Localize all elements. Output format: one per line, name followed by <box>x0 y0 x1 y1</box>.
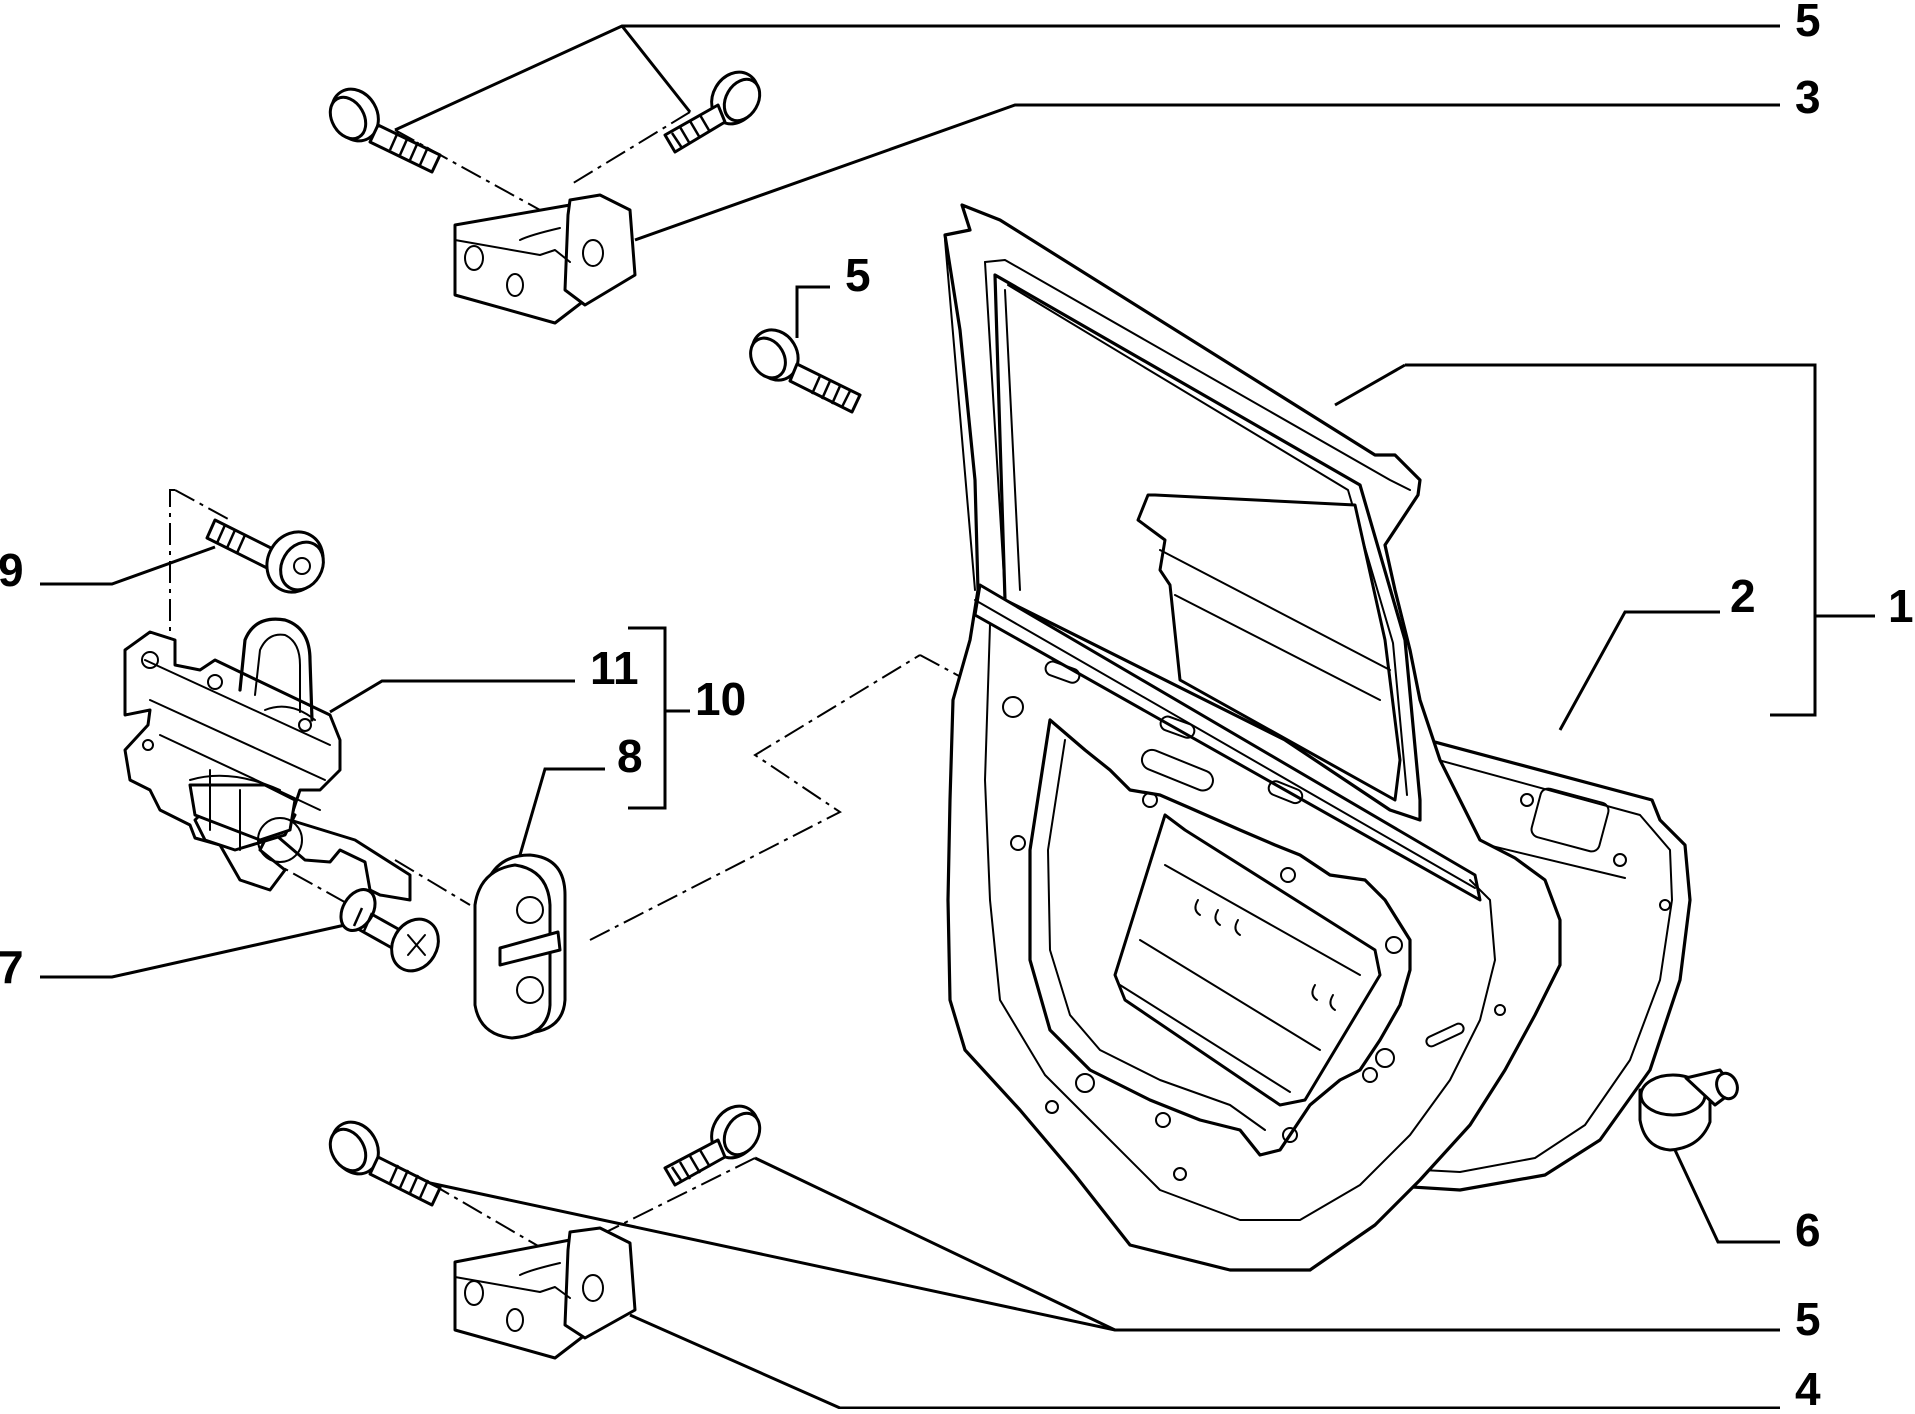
door-inner-frame <box>943 203 1562 1272</box>
upper-hinge-bracket <box>453 193 637 325</box>
door-bolt-mid <box>749 328 862 414</box>
callout-3: 3 <box>1795 71 1821 123</box>
callout-4: 4 <box>1795 1363 1821 1409</box>
callout-5-mid: 5 <box>845 249 871 301</box>
callout-6: 6 <box>1795 1204 1821 1256</box>
callout-7: 7 <box>0 941 24 993</box>
callout-8: 8 <box>617 730 643 782</box>
callout-10: 10 <box>695 673 746 725</box>
callout-1: 1 <box>1888 580 1914 632</box>
lock-screw-lower <box>339 888 440 973</box>
leader-lines <box>40 24 1875 1410</box>
hinge-bolt-lower-right <box>663 1104 762 1187</box>
hinge-bolt-upper-left <box>328 87 442 174</box>
callout-9: 9 <box>0 544 24 596</box>
door-rubber-plug <box>1638 1068 1739 1152</box>
lower-hinge-assembly <box>328 1104 762 1360</box>
lock-screw-upper <box>205 518 325 594</box>
hinge-bolt-lower-left <box>328 1120 442 1207</box>
hinge-bolt-upper-right <box>663 70 762 154</box>
callout-11: 11 <box>590 642 639 694</box>
callout-5-top: 5 <box>1795 0 1821 46</box>
door-striker-plate <box>473 853 567 1040</box>
door-lock-mechanism <box>123 518 412 902</box>
callout-5-bottom: 5 <box>1795 1293 1821 1345</box>
lower-hinge-bracket <box>453 1226 637 1360</box>
callout-2: 2 <box>1730 570 1756 622</box>
upper-hinge-assembly <box>328 70 762 325</box>
